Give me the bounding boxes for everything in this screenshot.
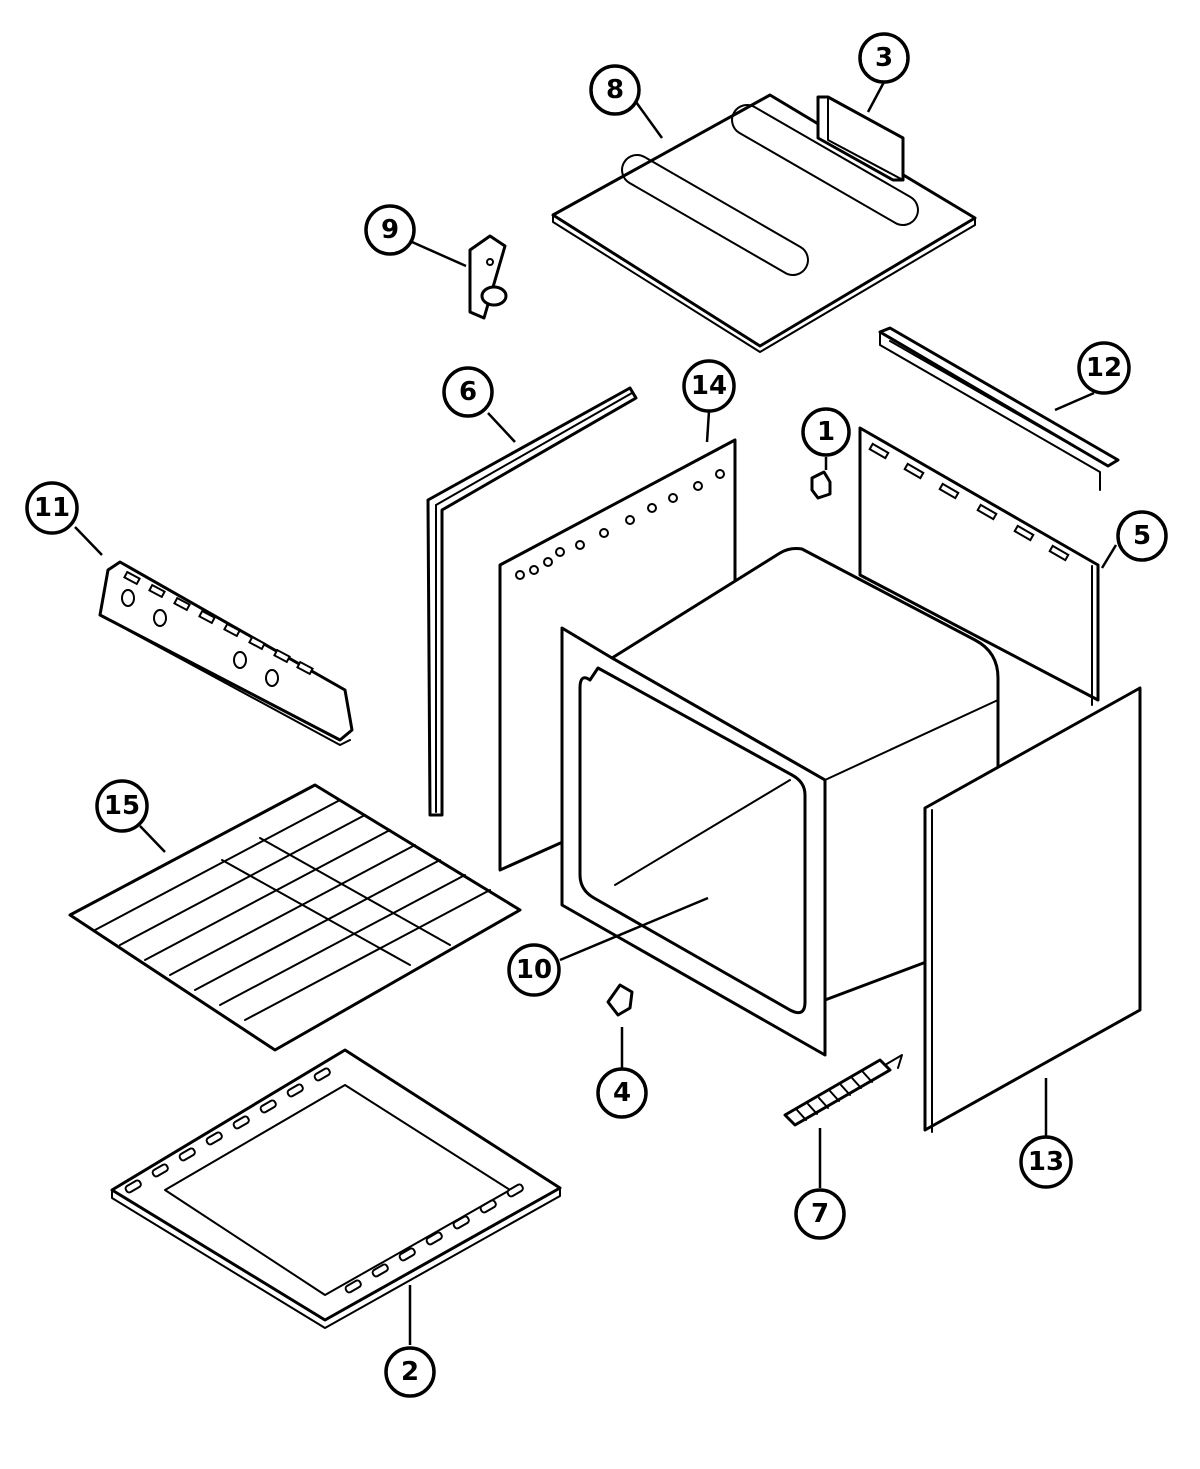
callout-label: 6 bbox=[459, 377, 477, 407]
callout-label: 9 bbox=[381, 215, 399, 245]
callout-label: 3 bbox=[875, 43, 893, 73]
callout-15: 15 bbox=[95, 779, 149, 833]
bottom-slots bbox=[124, 1067, 524, 1294]
callout-4: 4 bbox=[596, 1067, 648, 1119]
part-oven-liner bbox=[560, 547, 1000, 1057]
part-top-panel bbox=[551, 93, 977, 353]
callout-label: 5 bbox=[1133, 521, 1151, 551]
callout-label: 2 bbox=[401, 1357, 419, 1387]
part-bracket-knob bbox=[468, 234, 508, 320]
spring-coils bbox=[796, 1071, 873, 1121]
callout-13: 13 bbox=[1019, 1135, 1073, 1189]
rail-holes bbox=[121, 570, 314, 687]
side-panel-holes bbox=[515, 469, 725, 580]
callout-8: 8 bbox=[589, 64, 641, 116]
callout-7: 7 bbox=[794, 1188, 846, 1240]
part-front-frame-rail bbox=[98, 560, 354, 746]
part-clip bbox=[606, 983, 634, 1017]
callout-6: 6 bbox=[442, 366, 494, 418]
rack-wires bbox=[94, 799, 491, 1021]
callout-label: 14 bbox=[691, 371, 727, 401]
callout-label: 13 bbox=[1028, 1147, 1064, 1177]
callout-1: 1 bbox=[801, 407, 851, 457]
callout-label: 12 bbox=[1086, 353, 1122, 383]
callout-3: 3 bbox=[858, 32, 910, 84]
callout-label: 4 bbox=[613, 1078, 631, 1108]
callout-label: 11 bbox=[34, 493, 70, 523]
callout-11: 11 bbox=[25, 481, 79, 535]
callout-label: 10 bbox=[516, 955, 552, 985]
callout-label: 15 bbox=[104, 791, 140, 821]
part-side-panel bbox=[923, 686, 1142, 1133]
part-front-trim bbox=[426, 386, 638, 817]
callout-5: 5 bbox=[1116, 510, 1168, 562]
part-rear-panel bbox=[858, 426, 1100, 706]
part-small-clip bbox=[810, 470, 832, 500]
callout-12: 12 bbox=[1077, 341, 1131, 395]
part-spring bbox=[783, 1054, 903, 1127]
part-rear-channel bbox=[878, 326, 1120, 491]
callout-label: 7 bbox=[811, 1199, 829, 1229]
callout-14: 14 bbox=[682, 359, 736, 413]
callout-10: 10 bbox=[507, 943, 561, 997]
callout-label: 1 bbox=[817, 417, 835, 447]
callout-9: 9 bbox=[364, 204, 416, 256]
part-oven-bottom bbox=[110, 1048, 562, 1329]
part-oven-rack bbox=[68, 783, 522, 1052]
part-top-bracket bbox=[816, 95, 905, 182]
rear-panel-slots bbox=[868, 442, 1070, 562]
callout-label: 8 bbox=[606, 75, 624, 105]
leader-lines bbox=[74, 81, 1118, 1345]
callout-2: 2 bbox=[384, 1346, 436, 1398]
